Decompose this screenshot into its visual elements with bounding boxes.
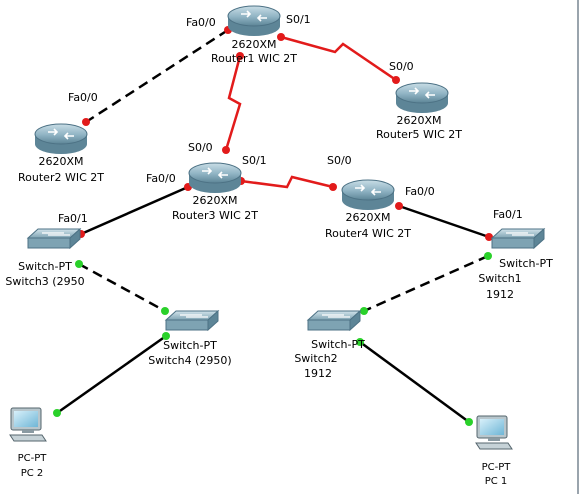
router-icon <box>34 123 88 154</box>
switch-3[interactable] <box>26 227 82 250</box>
switch3-type-label: Switch-PT <box>18 260 72 273</box>
port-label-r1-s01: S0/1 <box>286 13 311 26</box>
switch2-type-label: Switch-PT <box>311 338 365 351</box>
pc-icon <box>9 407 47 442</box>
router-icon <box>188 162 242 193</box>
router-icon <box>395 82 449 113</box>
link-r3-sw3[interactable] <box>80 185 189 236</box>
switch4-type-label: Switch-PT <box>163 339 217 352</box>
switch-icon <box>164 309 220 332</box>
pc2-type-label: PC-PT <box>18 453 48 464</box>
router-1[interactable] <box>227 5 281 36</box>
link-r1-r2[interactable] <box>85 28 229 124</box>
port-light-down <box>329 183 337 191</box>
port-label-r5-s00: S0/0 <box>389 60 414 73</box>
port-label-sw1-fa01: Fa0/1 <box>493 208 523 221</box>
switch2-name-label: Switch2 <box>294 352 337 365</box>
port-light-up <box>161 307 169 315</box>
port-light-up <box>75 260 83 268</box>
router-3[interactable] <box>188 162 242 193</box>
router-icon <box>341 179 395 210</box>
link-r3-r4[interactable] <box>240 175 334 189</box>
port-light-up <box>484 252 492 260</box>
link-sw4-pc2[interactable] <box>56 334 167 415</box>
link-sw1-sw2[interactable] <box>363 254 489 313</box>
port-light-down <box>392 76 400 84</box>
switch1-model-label: 1912 <box>486 288 514 301</box>
port-light-up <box>465 418 473 426</box>
port-label-r4-fa00: Fa0/0 <box>405 185 435 198</box>
port-light-up <box>360 307 368 315</box>
pc-icon <box>475 415 513 450</box>
port-light-down <box>222 146 230 154</box>
port-light-up <box>53 409 61 417</box>
port-light-up <box>162 332 170 340</box>
port-label-r1-fa00: Fa0/0 <box>186 16 216 29</box>
port-light-down <box>485 233 493 241</box>
router-5[interactable] <box>395 82 449 113</box>
switch1-name-label: Switch1 <box>478 272 521 285</box>
port-label-r3-s00: S0/0 <box>188 141 213 154</box>
switch-icon <box>306 309 362 332</box>
port-light-down <box>395 202 403 210</box>
port-label-r3-s01: S0/1 <box>242 154 267 167</box>
switch-1[interactable] <box>490 227 546 250</box>
router4-name-label: Router4 WIC 2T <box>325 227 411 240</box>
router3-model-label: 2620XM <box>192 194 237 207</box>
switch-icon <box>26 227 82 250</box>
port-light-down <box>82 118 90 126</box>
router2-name-label: Router2 WIC 2T <box>18 171 104 184</box>
switch2-model-label: 1912 <box>304 367 332 380</box>
router3-name-label: Router3 WIC 2T <box>172 209 258 222</box>
pc1-type-label: PC-PT <box>482 462 512 473</box>
pc-2[interactable] <box>9 407 47 442</box>
switch-2[interactable] <box>306 309 362 332</box>
switch4-name-label: Switch4 (2950) <box>148 354 231 367</box>
port-label-r2-fa00: Fa0/0 <box>68 91 98 104</box>
router5-name-label: Router5 WIC 2T <box>376 128 462 141</box>
port-label-r3-fa00: Fa0/0 <box>146 172 176 185</box>
port-light-up <box>356 338 364 346</box>
switch1-type-label: Switch-PT <box>499 257 553 270</box>
router1-name-label: Router1 WIC 2T <box>211 52 297 65</box>
router4-model-label: 2620XM <box>345 211 390 224</box>
switch-4[interactable] <box>164 309 220 332</box>
port-indicators <box>53 26 493 426</box>
port-light-down <box>236 52 244 60</box>
router2-model-label: 2620XM <box>38 155 83 168</box>
port-label-sw3-fa01: Fa0/1 <box>58 212 88 225</box>
link-r1-r5[interactable] <box>280 35 397 82</box>
router1-model-label: 2620XM <box>231 38 276 51</box>
router5-model-label: 2620XM <box>396 114 441 127</box>
router-2[interactable] <box>34 123 88 154</box>
link-r4-sw1[interactable] <box>398 204 490 239</box>
port-label-r4-s00: S0/0 <box>327 154 352 167</box>
link-sw2-pc1[interactable] <box>359 340 470 424</box>
switch-icon <box>490 227 546 250</box>
link-r1-r3[interactable] <box>224 55 242 151</box>
switch3-name-label: Switch3 (2950 <box>5 275 84 288</box>
pc2-name-label: PC 2 <box>21 468 44 479</box>
links-layer <box>56 28 490 424</box>
link-sw3-sw4[interactable] <box>78 262 166 313</box>
pc-1[interactable] <box>475 415 513 450</box>
router-icon <box>227 5 281 36</box>
router-4[interactable] <box>341 179 395 210</box>
pc1-name-label: PC 1 <box>485 476 508 487</box>
port-light-down <box>277 33 285 41</box>
